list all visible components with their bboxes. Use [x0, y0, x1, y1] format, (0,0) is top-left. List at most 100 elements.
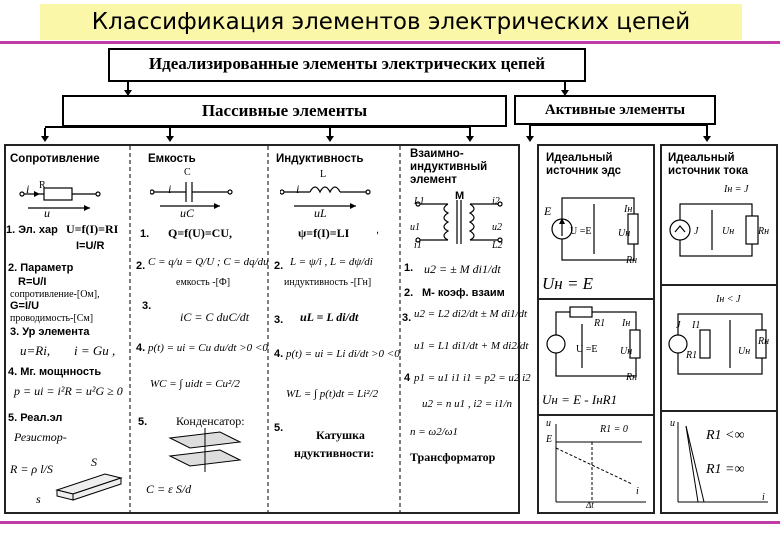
- emf-eq2: Uн = E - IнR1: [542, 392, 618, 407]
- capacitor-symbol-icon: [150, 182, 233, 209]
- emf-circuit-icon: [551, 197, 639, 261]
- res-rho-eq: R = ρ l/S: [10, 462, 53, 476]
- res-r: R=U/I: [18, 276, 47, 288]
- emf-U-eq: U =E: [570, 226, 592, 237]
- cap-item3: 3.: [142, 300, 152, 312]
- cap-item2-text: емкость -[Ф]: [176, 277, 231, 288]
- mutual-heading: Взаимно- индуктивный элемент: [410, 148, 488, 186]
- mutual-u2: u2: [492, 222, 502, 233]
- page-title: Классификация элементов электрических це…: [40, 4, 742, 40]
- emf-panel: [537, 144, 655, 514]
- emf-heading: Идеальный источник эдс: [546, 152, 622, 177]
- resistance-heading: Сопротивление: [10, 153, 100, 165]
- ind-item4-eq2: WL = ∫ p(t)dt = Li²/2: [286, 388, 379, 400]
- ind-item5: 5.: [274, 422, 284, 434]
- mutual-item4-eq3: n = ω2/ω1: [410, 426, 459, 438]
- ind-item2-text: индуктивность -[Гн]: [284, 277, 372, 288]
- emf-Uh: Uн: [618, 228, 631, 239]
- res-item2: 2. Параметр: [8, 262, 74, 274]
- bottom-rule: [0, 521, 780, 524]
- mutual-i1: i1: [414, 240, 422, 251]
- current-real-circuit-icon: [668, 313, 767, 375]
- emf-Ih2: Iн: [622, 318, 631, 329]
- current-J2: J: [676, 320, 681, 331]
- mutual-item3-eq: u2 = L2 di2/dt ± M di1/dt: [414, 308, 528, 320]
- current-heading: Идеальный источник тока: [668, 152, 748, 177]
- resistor-voltage: u: [44, 206, 50, 220]
- capacitor-plates-icon: [168, 428, 242, 472]
- emf-U-eq2: U =E: [576, 344, 598, 355]
- capacitance-heading: Емкость: [148, 153, 196, 165]
- current-Ih2: Iн < J: [716, 294, 741, 305]
- emf-Uh2: Uн: [620, 346, 633, 357]
- ind-item5-text2: ндуктивности:: [294, 446, 375, 460]
- emf-plot-i: i: [636, 486, 639, 497]
- res-g-text: проводимость-[См]: [10, 313, 94, 324]
- current-plot-r2: R1 =∞: [706, 462, 745, 477]
- ind-item3: 3.: [274, 314, 284, 326]
- transformer-symbol-icon: [415, 200, 503, 244]
- current-J: J: [694, 226, 699, 237]
- cap-item2: 2.: [136, 260, 146, 272]
- current-R1: R1: [686, 350, 698, 361]
- inductor-current: i: [296, 182, 300, 196]
- emf-R1: R1: [594, 318, 606, 329]
- cap-item4-eq: p(t) = ui = Cu du/dt >0 <0: [148, 342, 268, 354]
- ind-item4: 4.: [274, 348, 284, 360]
- mutual-item4-eq2: u2 = n u1 , i2 = i1/n: [422, 398, 513, 410]
- res-item1-eq2: I=U/R: [76, 240, 105, 252]
- mutual-item1: 1.: [404, 262, 414, 274]
- current-Rh2: Rн: [758, 336, 770, 347]
- passive-panel: [4, 144, 520, 514]
- ind-item3-eq: uL = L di/dt: [300, 310, 359, 324]
- current-Uh2: Uн: [738, 346, 751, 357]
- ind-item2: 2.: [274, 260, 284, 272]
- cap-item3-eq: iC = C duC/dt: [180, 310, 250, 324]
- res-eq-u: u=Ri,: [20, 343, 51, 358]
- emf-real-circuit-icon: [546, 306, 641, 377]
- emf-plot-E: E: [546, 434, 553, 445]
- mutual-i2: i2: [492, 196, 500, 207]
- current-Uh: Uн: [722, 226, 735, 237]
- resistor-bar-icon: [55, 473, 123, 501]
- emf-characteristic-plot: [555, 424, 646, 503]
- resistor-symbol-icon: [19, 187, 101, 211]
- ind-item5-text: Катушка: [316, 428, 365, 442]
- capacitor-label: C: [184, 167, 191, 178]
- emf-plot-r: R1 = 0: [600, 424, 628, 435]
- ind-item1-eq: ψ=f(I)=LI: [298, 226, 350, 240]
- emf-plot-dim: Δt: [586, 500, 594, 510]
- cap-item1: 1.: [140, 228, 150, 240]
- mutual-item5-text: Трансформатор: [410, 450, 496, 464]
- cap-item4-eq2: WC = ∫ uidt = Cu²/2: [150, 378, 240, 390]
- res-item5: 5. Реал.эл: [8, 412, 63, 424]
- mutual-L2: L2: [492, 240, 503, 251]
- res-item1: 1. Эл. хар: [6, 224, 58, 236]
- mutual-item3-eq2: u1 = L1 di1/dt + M di2/dt: [414, 340, 529, 352]
- current-Rh: Rн: [758, 226, 770, 237]
- idealized-elements-box: Идеализированные элементы электрических …: [108, 48, 586, 82]
- emf-plot-u: u: [546, 418, 551, 429]
- current-plot-u: u: [670, 418, 675, 429]
- mutual-L1: L1: [414, 196, 425, 207]
- current-plot-r1: R1 <∞: [706, 428, 745, 443]
- ind-item1-comma: ,: [376, 224, 380, 236]
- mutual-item2: 2.: [404, 287, 414, 299]
- inductor-label: L: [320, 169, 327, 180]
- inductance-heading: Индуктивность: [276, 153, 364, 165]
- mutual-M: M: [455, 190, 465, 202]
- passive-elements-box: Пассивные элементы: [62, 95, 507, 127]
- res-item4: 4. Мг. мощнность: [8, 366, 102, 378]
- cap-item1-eq: Q=f(U)=CU,: [168, 226, 232, 240]
- resistor-current: i: [26, 182, 30, 196]
- res-g: G=I/U: [10, 300, 40, 312]
- mutual-item4-eq: p1 = u1 i1 i1 = p2 = u2 i2: [414, 372, 531, 384]
- res-r-text: сопротивление-[Ом],: [10, 289, 100, 300]
- current-characteristic-plot: [677, 422, 768, 503]
- current-circuit-icon: [669, 203, 759, 257]
- cap-item5: 5.: [138, 416, 148, 428]
- capacitor-current: i: [168, 182, 172, 196]
- res-dim-s: S: [91, 455, 97, 469]
- inductor-symbol-icon: [280, 186, 371, 209]
